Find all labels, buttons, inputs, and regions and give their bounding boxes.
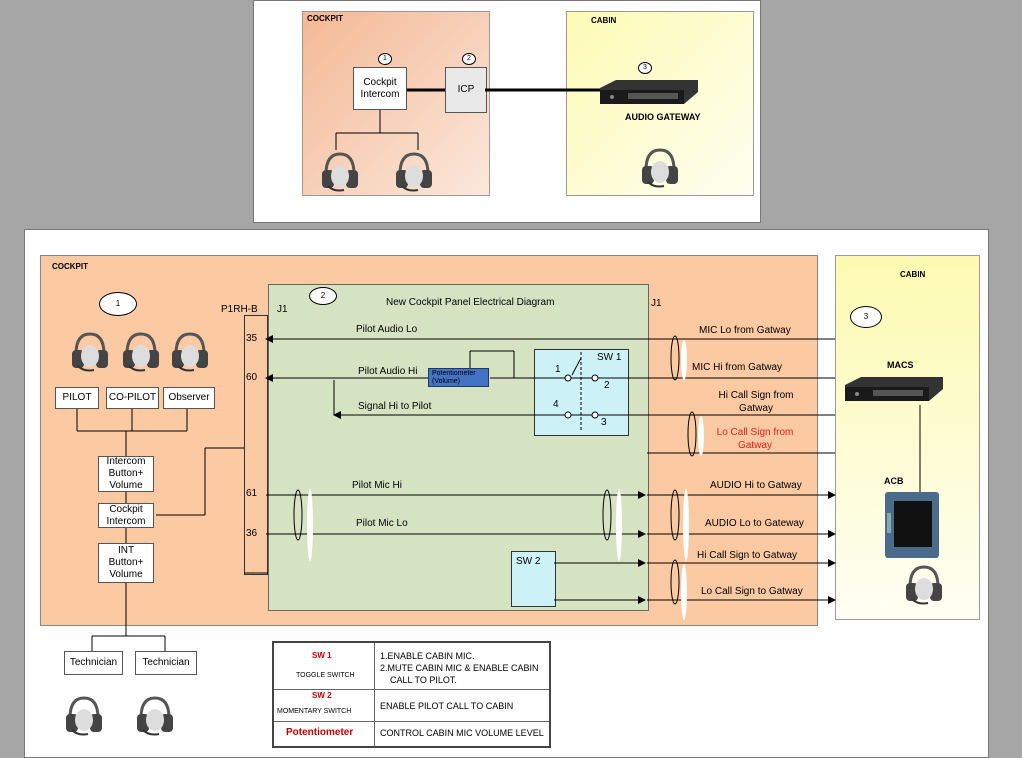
headset-icon — [123, 332, 159, 372]
lo-call-from-label: Lo Call Sign from Gatway — [716, 427, 794, 451]
pin-61: 61 — [246, 488, 258, 499]
connector-label: P1RH-B — [221, 304, 258, 315]
lo-call-to-label: Lo Call Sign to Gatway — [701, 586, 803, 597]
mic-hi-label: MIC Hi from Gatway — [692, 362, 783, 373]
legend-sw2-desc: ENABLE PILOT CALL TO CABIN — [380, 701, 514, 711]
sw2-label: SW 2 — [516, 556, 541, 567]
potentiometer-box: Potentiometer (Volume) — [428, 368, 489, 387]
co-pilot-box: CO-PILOT — [106, 387, 159, 409]
legend-row-sw2: SW 2 MOMENTARY SWITCH ENABLE PILOT CALL … — [274, 689, 549, 722]
j1-left-label: J1 — [277, 304, 288, 315]
legend-pot-desc: CONTROL CABIN MIC VOLUME LEVEL — [380, 728, 544, 738]
legend-sw1-name: SW 1 — [312, 651, 332, 660]
top-badge-2: 2 — [462, 53, 476, 65]
cockpit-label: COCKPIT — [52, 262, 88, 271]
technician-box-1: Technician — [64, 651, 123, 675]
top-cabin-label: CABIN — [591, 16, 617, 25]
observer-box: Observer — [163, 387, 215, 409]
macs-label: MACS — [887, 360, 914, 370]
top-cockpit-label: COCKPIT — [307, 14, 343, 23]
sw2-switch-box — [511, 551, 556, 607]
headset-icon — [72, 332, 108, 372]
j1-right-label: J1 — [651, 298, 662, 309]
cabin-badge-3: 3 — [850, 306, 882, 328]
technician-box-2: Technician — [135, 651, 197, 675]
sw1-contact-4: 4 — [553, 399, 559, 410]
hi-call-to-label: Hi Call Sign to Gatway — [697, 550, 798, 561]
panel-badge-2: 2 — [309, 287, 337, 305]
headset-icon — [172, 332, 208, 372]
headset-icon — [396, 152, 432, 192]
sw1-contact-1: 1 — [555, 364, 561, 375]
mic-lo-label: MIC Lo from Gatway — [699, 325, 791, 336]
legend-row-sw1: SW 1 TOGGLE SWITCH 1.ENABLE CABIN MIC. 2… — [274, 643, 549, 690]
legend-key-sw1: SW 1 TOGGLE SWITCH — [274, 643, 375, 689]
legend-sw1-type: TOGGLE SWITCH — [296, 672, 355, 679]
cabin-label: CABIN — [900, 270, 926, 279]
legend-pot-name: Potentiometer — [286, 727, 354, 738]
sw1-label: SW 1 — [597, 352, 622, 363]
legend-key-pot: Potentiometer — [274, 721, 375, 746]
hi-call-from-label: Hi Call Sign from Gatway — [718, 390, 794, 414]
top-cockpit-intercom-box: Cockpit Intercom — [353, 67, 407, 110]
cockpit-intercom-box: Cockpit Intercom — [98, 503, 154, 528]
legend-sw1-desc-3: CALL TO PILOT. — [390, 675, 457, 685]
connector-p1rh-b — [244, 315, 268, 575]
legend-sw2-name: SW 2 — [312, 691, 332, 700]
pilot-mic-hi-label: Pilot Mic Hi — [352, 480, 403, 491]
top-badge-3: 3 — [638, 62, 652, 74]
headset-icon — [906, 565, 942, 605]
pin-35: 35 — [246, 333, 258, 344]
macs-device-icon — [845, 377, 943, 401]
headset-icon — [322, 152, 358, 192]
top-audio-gateway-label: AUDIO GATEWAY — [625, 112, 701, 122]
sw1-contact-2: 2 — [604, 380, 610, 391]
pin-60: 60 — [246, 372, 258, 383]
headset-icon — [642, 148, 678, 188]
audio-gateway-device-icon — [600, 80, 698, 104]
panel-title: New Cockpit Panel Electrical Diagram — [386, 297, 555, 308]
cockpit-badge-1: 1 — [99, 292, 137, 316]
audio-hi-to-label: AUDIO Hi to Gatway — [710, 480, 802, 491]
headset-icon — [66, 696, 102, 736]
sw1-contact-3: 3 — [601, 417, 607, 428]
legend-sw1-desc-1: 1.ENABLE CABIN MIC. — [380, 651, 475, 661]
legend-sw1-desc-2: 2.MUTE CABIN MIC & ENABLE CABIN — [380, 663, 539, 673]
signal-hi-label: Signal Hi to Pilot — [358, 401, 432, 412]
audio-lo-to-label: AUDIO Lo to Gateway — [705, 518, 804, 529]
pilot-mic-lo-label: Pilot Mic Lo — [356, 518, 408, 529]
top-icp-box: ICP — [445, 67, 487, 113]
legend-row-pot: Potentiometer CONTROL CABIN MIC VOLUME L… — [274, 721, 549, 746]
cabin-area — [835, 255, 980, 620]
pin-36: 36 — [246, 528, 258, 539]
pilot-box: PILOT — [55, 387, 99, 409]
acb-label: ACB — [884, 476, 904, 486]
pilot-audio-hi-label: Pilot Audio Hi — [358, 366, 418, 377]
top-badge-1: 1 — [378, 53, 392, 65]
headset-icon — [137, 696, 173, 736]
legend-key-sw2: SW 2 MOMENTARY SWITCH — [274, 689, 375, 721]
acb-display-icon — [885, 492, 939, 558]
potentiometer-label: Potentiometer (Volume) — [432, 370, 476, 385]
pilot-audio-lo-label: Pilot Audio Lo — [356, 324, 418, 335]
int-button-box: INT Button+ Volume — [98, 543, 154, 583]
intercom-button-box: Intercom Button+ Volume — [98, 456, 154, 492]
legend-table: SW 1 TOGGLE SWITCH 1.ENABLE CABIN MIC. 2… — [272, 641, 551, 748]
legend-sw2-type: MOMENTARY SWITCH — [277, 708, 352, 715]
